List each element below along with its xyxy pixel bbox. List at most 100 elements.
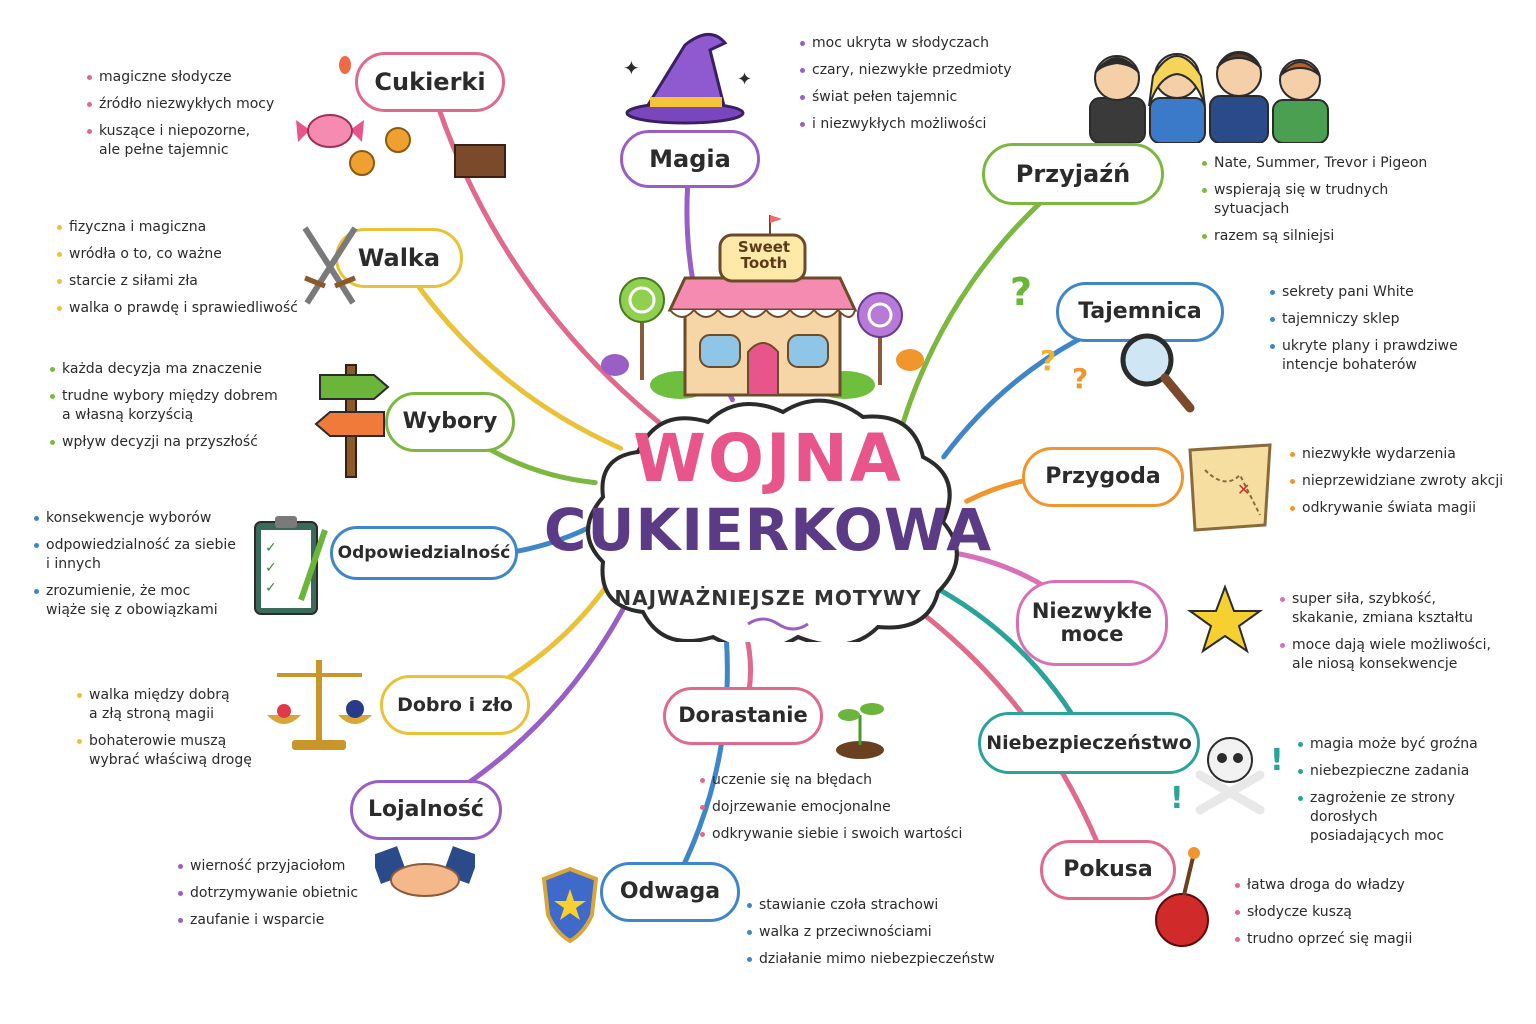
note: trudno oprzeć się magii	[1233, 930, 1453, 949]
note: dotrzymywanie obietnic	[176, 884, 376, 903]
note: walka między dobrą a złą stroną magii	[75, 686, 275, 724]
note: działanie mimo niebezpieczeństw	[745, 950, 1005, 969]
node-niezwykle-moce: Niezwykłe moce	[1016, 580, 1168, 666]
notes-walka: fizyczna i magiczna wródła o to, co ważn…	[55, 218, 315, 326]
note: walka z przeciwnościami	[745, 923, 1005, 942]
node-dorastanie: Dorastanie	[663, 687, 823, 745]
crossed-swords-icon	[302, 226, 358, 305]
branch-line	[427, 79, 662, 425]
notes-odpowiedzialnosc: konsekwencje wyborów odpowiedzialność za…	[32, 509, 262, 627]
note: odkrywanie świata magii	[1288, 499, 1528, 518]
title-line1: WOJNA	[633, 420, 903, 497]
note: starcie z siłami zła	[55, 272, 315, 291]
note: super siła, szybkość, skakanie, zmiana k…	[1278, 590, 1518, 628]
note: tajemniczy sklep	[1268, 310, 1518, 329]
node-wybory: Wybory	[385, 392, 515, 452]
note: fizyczna i magiczna	[55, 218, 315, 237]
note: moce dają wiele możliwości, ale niosą ko…	[1278, 636, 1518, 674]
central-cloud	[586, 398, 959, 642]
note: wpływ decyzji na przyszłość	[48, 433, 308, 452]
candy-icon	[296, 56, 506, 178]
shop-sign-text: Sweet Tooth	[737, 238, 791, 272]
note: i niezwykłych możliwości	[798, 115, 1048, 134]
candy-shop-icon	[601, 215, 924, 399]
note: magiczne słodycze	[85, 68, 325, 87]
svg-text:✓: ✓	[265, 560, 277, 576]
note: moc ukryta w słodyczach	[798, 34, 1048, 53]
note: zrozumienie, że moc wiąże się z obowiązk…	[32, 582, 262, 620]
wizard-hat-icon: ✦ ✦	[623, 33, 752, 125]
notes-niebezpieczenstwo: magia może być groźna niebezpieczne zada…	[1296, 735, 1526, 853]
note: stawianie czoła strachowi	[745, 896, 1005, 915]
note: uczenie się na błędach	[698, 771, 988, 790]
svg-text:✕: ✕	[1237, 480, 1250, 499]
signpost-icon	[314, 364, 390, 478]
note: zagrożenie ze strony dorosłych posiadają…	[1296, 789, 1526, 846]
note: Nate, Summer, Trevor i Pigeon	[1200, 154, 1480, 173]
note: kuszące i niepozorne, ale pełne tajemnic	[85, 122, 325, 160]
notes-tajemnica: sekrety pani White tajemniczy sklep ukry…	[1268, 283, 1518, 383]
note: ukryte plany i prawdziwe intencje bohate…	[1268, 337, 1518, 375]
note: wródła o to, co ważne	[55, 245, 315, 264]
note: odkrywanie siebie i swoich wartości	[698, 825, 988, 844]
svg-text:?: ?	[1072, 362, 1088, 395]
notes-pokusa: łatwa droga do władzy słodycze kuszą tru…	[1233, 876, 1453, 957]
node-przygoda: Przygoda	[1022, 447, 1184, 507]
note: nieprzewidziane zwroty akcji	[1288, 472, 1528, 491]
notes-niezwykle-moce: super siła, szybkość, skakanie, zmiana k…	[1278, 590, 1518, 682]
notes-cukierki: magiczne słodycze źródło niezwykłych moc…	[85, 68, 325, 168]
note: odpowiedzialność za siebie i innych	[32, 536, 262, 574]
node-dobro-i-zlo: Dobro i zło	[380, 675, 530, 735]
notes-dobro-i-zlo: walka między dobrą a złą stroną magii bo…	[75, 686, 275, 778]
friends-icon	[1089, 51, 1329, 143]
svg-text:!: !	[1270, 743, 1284, 778]
branch-line	[667, 626, 730, 895]
note: źródło niezwykłych mocy	[85, 95, 325, 114]
notes-odwaga: stawianie czoła strachowi walka z przeci…	[745, 896, 1005, 977]
clipboard-icon: ✓ ✓ ✓	[254, 516, 328, 615]
branch-line	[396, 255, 624, 451]
note: magia może być groźna	[1296, 735, 1526, 754]
poison-apple-icon	[1155, 847, 1209, 947]
svg-text:?: ?	[1010, 270, 1032, 314]
note: czary, niezwykłe przedmioty	[798, 61, 1048, 80]
scales-icon	[267, 660, 372, 750]
node-magia: Magia	[620, 130, 760, 188]
magnifier-icon: ? ? ?	[1010, 270, 1195, 413]
node-pokusa: Pokusa	[1040, 840, 1176, 900]
note: dojrzewanie emocjonalne	[698, 798, 988, 817]
note: walka o prawdę i sprawiedliwość	[55, 299, 315, 318]
svg-text:?: ?	[1040, 344, 1056, 377]
node-odpowiedzialnosc: Odpowiedzialność	[330, 526, 518, 580]
notes-wybory: każda decyzja ma znaczenie trudne wybory…	[48, 360, 308, 460]
note: razem są silniejsi	[1200, 227, 1480, 246]
node-odwaga: Odwaga	[600, 862, 740, 922]
node-walka: Walka	[335, 228, 463, 288]
notes-magia: moc ukryta w słodyczach czary, niezwykłe…	[798, 34, 1048, 142]
svg-text:✓: ✓	[265, 540, 277, 556]
note: trudne wybory między dobrem a własną kor…	[48, 387, 308, 425]
node-przyjazn: Przyjaźń	[982, 143, 1164, 205]
shield-icon	[541, 866, 599, 944]
note: wierność przyjaciołom	[176, 857, 376, 876]
svg-text:✓: ✓	[265, 580, 277, 596]
star-icon	[1186, 584, 1264, 654]
note: bohaterowie muszą wybrać właściwą drogę	[75, 732, 275, 770]
note: niezwykłe wydarzenia	[1288, 445, 1528, 464]
svg-text:✦: ✦	[623, 56, 640, 80]
note: słodycze kuszą	[1233, 903, 1453, 922]
notes-lojalnosc: wierność przyjaciołom dotrzymywanie obie…	[176, 857, 376, 938]
svg-text:✦: ✦	[737, 69, 752, 90]
note: sekrety pani White	[1268, 283, 1518, 302]
sprout-icon	[836, 703, 884, 759]
note: konsekwencje wyborów	[32, 509, 262, 528]
notes-przyjazn: Nate, Summer, Trevor i Pigeon wspierają …	[1200, 154, 1480, 254]
handshake-icon	[375, 846, 475, 897]
note: niebezpieczne zadania	[1296, 762, 1526, 781]
note: świat pełen tajemnic	[798, 88, 1048, 107]
skull-icon: ! !	[1170, 737, 1284, 816]
note: łatwa droga do władzy	[1233, 876, 1453, 895]
note: każda decyzja ma znaczenie	[48, 360, 308, 379]
note: zaufanie i wsparcie	[176, 911, 376, 930]
